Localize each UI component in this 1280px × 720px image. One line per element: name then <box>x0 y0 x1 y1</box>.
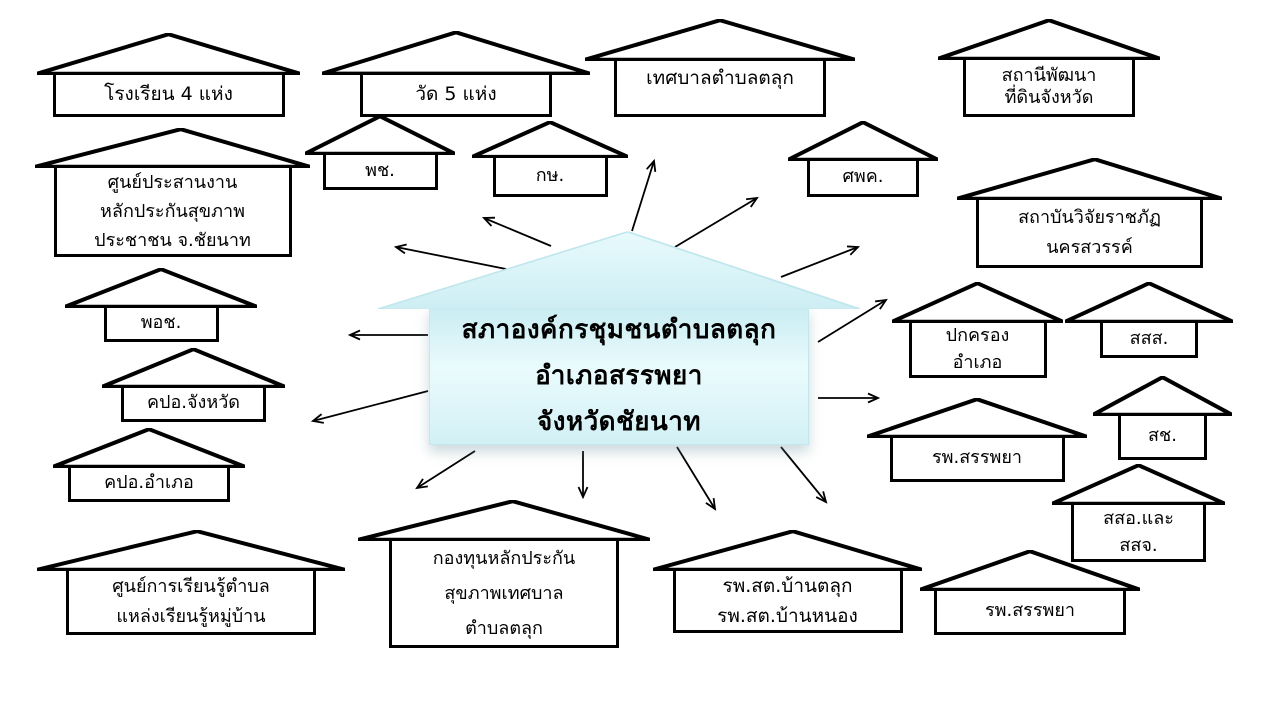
house-school: โรงเรียน 4 แห่ง <box>37 33 300 117</box>
house-roof <box>653 530 922 571</box>
house-temple: วัด 5 แห่ง <box>322 31 590 117</box>
house-municipal-health-fund: กองทุนหลักประกัน สุขภาพเทศบาล ตำบลตลุก <box>358 500 650 648</box>
house-label: พช. <box>365 159 395 181</box>
house-sor-sor-or-sor-sor-jor: สสอ.และ สสจ. <box>1052 464 1225 562</box>
house-label: ปกครอง อำเภอ <box>945 325 1010 373</box>
house-rajabhat-research-institute: สถาบันวิจัยราชภัฏ นครสวรรค์ <box>957 158 1222 268</box>
house-sor-por-kor: ศพค. <box>788 121 938 197</box>
house-roof <box>65 268 257 308</box>
arrow-line <box>780 446 828 504</box>
house-label: พอช. <box>140 312 182 334</box>
house-kor-sor: กษ. <box>472 121 628 197</box>
house-roof <box>957 158 1222 200</box>
arrow-line <box>676 446 717 511</box>
house-sor-sor-sor: สสส. <box>1065 282 1233 358</box>
house-label: เทศบาลตำบลตลุก <box>646 67 794 89</box>
house-sapphaya-hospital-1: รพ.สรรพยา <box>867 398 1087 482</box>
house-label: ศพค. <box>842 166 884 188</box>
house-label: สถานีพัฒนา ที่ดินจังหวัด <box>1001 64 1097 109</box>
house-taluk-municipality: เทศบาลตำบลตลุก <box>585 19 855 117</box>
house-label: กษ. <box>535 164 565 186</box>
house-health-coordination-center: ศูนย์ประสานงาน หลักประกันสุขภาพ ประชาชน … <box>35 128 310 257</box>
house-roof <box>37 530 345 571</box>
house-roof <box>1052 464 1225 505</box>
house-learning-center: ศูนย์การเรียนรู้ตำบล แหล่งเรียนรู้หมู่บ้… <box>37 530 345 635</box>
house-label: กองทุนหลักประกัน สุขภาพเทศบาล ตำบลตลุก <box>432 547 576 639</box>
house-roof <box>305 115 455 155</box>
house-health-promoting-hospitals: รพ.สต.บ้านตลุก รพ.สต.บ้านหนอง <box>653 530 922 633</box>
house-label: รพ.สรรพยา <box>984 600 1076 622</box>
house-community-council: สภาองค์กรชุมชนตำบลตลุก อำเภอสรรพยา จังหว… <box>378 231 860 445</box>
house-label: รพ.สรรพยา <box>931 447 1023 469</box>
house-label: สสอ.และ สสจ. <box>1103 508 1174 556</box>
house-roof <box>938 19 1160 60</box>
house-label: สช. <box>1148 425 1177 447</box>
house-district-administration: ปกครอง อำเภอ <box>892 282 1063 378</box>
house-label: สถาบันวิจัยราชภัฏ นครสวรรค์ <box>1018 206 1161 258</box>
arrow-line <box>631 158 657 232</box>
house-sapphaya-hospital-2: รพ.สรรพยา <box>920 550 1140 635</box>
house-roof <box>585 19 855 61</box>
house-kor-por-or-province: คปอ.จังหวัด <box>102 348 285 422</box>
house-label: สภาองค์กรชุมชนตำบลตลุก อำเภอสรรพยา จังหว… <box>461 314 777 437</box>
house-roof <box>102 348 285 388</box>
house-label: วัด 5 แห่ง <box>415 82 497 105</box>
house-label: ศูนย์การเรียนรู้ตำบล แหล่งเรียนรู้หมู่บ้… <box>112 575 270 627</box>
house-label: ศูนย์ประสานงาน หลักประกันสุขภาพ ประชาชน … <box>94 171 251 251</box>
house-roof <box>322 31 590 75</box>
house-por-or-chor: พอช. <box>65 268 257 342</box>
house-por-chor: พช. <box>305 115 455 190</box>
house-roof <box>867 398 1087 438</box>
house-sor-chor: สช. <box>1093 376 1232 460</box>
house-label: สสส. <box>1129 327 1169 349</box>
house-kor-por-or-district: คปอ.อำเภอ <box>53 428 245 502</box>
house-label: โรงเรียน 4 แห่ง <box>104 82 233 105</box>
house-label: คปอ.อำเภอ <box>104 472 194 494</box>
house-roof <box>378 231 860 309</box>
house-label: คปอ.จังหวัด <box>147 392 240 414</box>
house-roof <box>1065 282 1233 323</box>
house-roof <box>35 128 310 168</box>
house-roof <box>1093 376 1232 416</box>
house-land-development-station: สถานีพัฒนา ที่ดินจังหวัด <box>938 19 1160 117</box>
house-roof <box>472 121 628 158</box>
arrow-line <box>415 450 476 490</box>
house-roof <box>920 550 1140 591</box>
house-roof <box>53 428 245 468</box>
house-roof <box>358 500 650 541</box>
house-roof <box>37 33 300 75</box>
house-label: รพ.สต.บ้านตลุก รพ.สต.บ้านหนอง <box>717 574 858 627</box>
house-roof <box>892 282 1063 323</box>
house-roof <box>788 121 938 161</box>
